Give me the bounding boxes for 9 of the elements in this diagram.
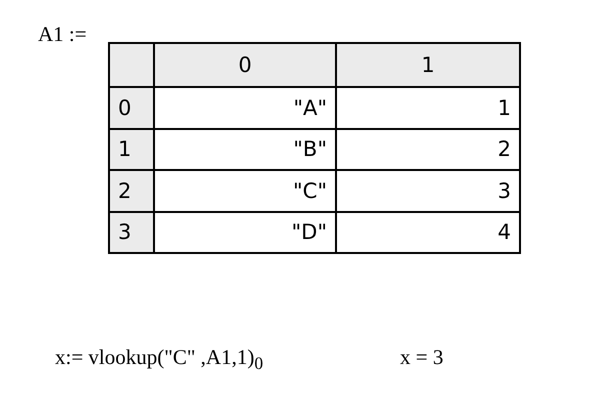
result: x = 3 (400, 345, 444, 370)
variable-label: A1 := (38, 22, 87, 47)
cell-value: 4 (335, 210, 521, 254)
row-index: 3 (108, 210, 155, 254)
row-index: 2 (108, 169, 155, 212)
row-index: 0 (108, 86, 155, 130)
column-header: 1 (335, 42, 521, 88)
formula: x:= vlookup("C" ,A1,1)$_{0}$ (55, 345, 264, 374)
column-header: 0 (153, 42, 337, 88)
